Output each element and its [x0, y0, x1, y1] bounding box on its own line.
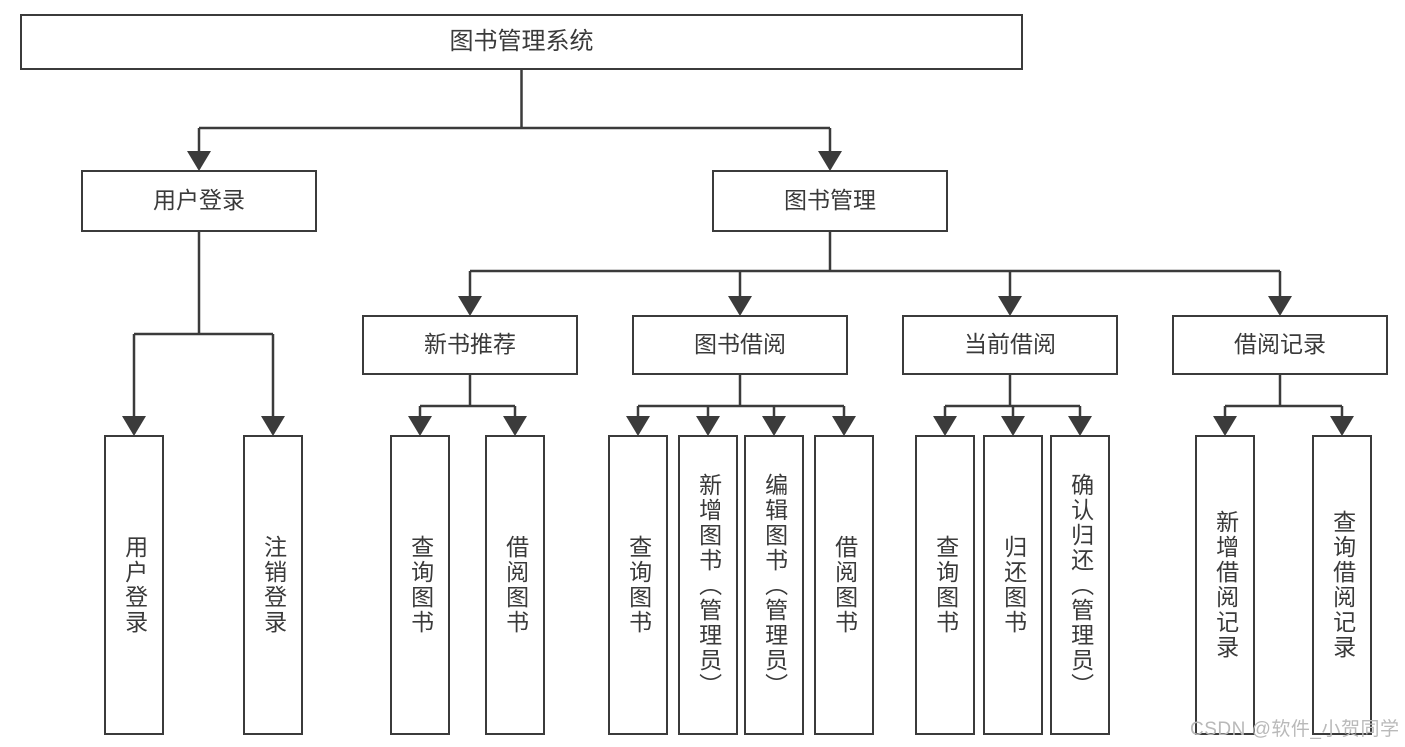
node-leaf-user-login[interactable]: 用户登录 [104, 435, 164, 735]
node-new-book-recommendation[interactable]: 新书推荐 [362, 315, 578, 375]
watermark-credit: CSDN @软件_小贺同学 [1190, 719, 1400, 740]
node-leaf-add-book-admin[interactable]: 新增图书（管理员） [678, 435, 738, 735]
node-label: 借阅图书 [502, 535, 529, 635]
node-current-borrow[interactable]: 当前借阅 [902, 315, 1118, 375]
node-borrow-record[interactable]: 借阅记录 [1172, 315, 1388, 375]
node-book-management[interactable]: 图书管理 [712, 170, 948, 232]
node-label: 查询图书 [625, 535, 652, 635]
node-label: 借阅记录 [1234, 331, 1326, 358]
node-label: 图书管理 [784, 187, 876, 214]
node-leaf-query-book-2[interactable]: 查询图书 [608, 435, 668, 735]
node-label: 编辑图书（管理员） [761, 472, 788, 698]
node-book-borrow[interactable]: 图书借阅 [632, 315, 848, 375]
node-label: 查询图书 [407, 535, 434, 635]
node-label: 图书管理系统 [449, 27, 594, 55]
node-leaf-confirm-return-admin[interactable]: 确认归还（管理员） [1050, 435, 1110, 735]
node-label: 查询借阅记录 [1329, 510, 1356, 660]
node-label: 确认归还（管理员） [1067, 472, 1094, 698]
node-leaf-return-book[interactable]: 归还图书 [983, 435, 1043, 735]
node-leaf-add-borrow-record[interactable]: 新增借阅记录 [1195, 435, 1255, 735]
node-label: 注销登录 [260, 535, 287, 635]
node-label: 归还图书 [1000, 535, 1027, 635]
node-label: 用户登录 [153, 187, 245, 214]
node-leaf-query-book-3[interactable]: 查询图书 [915, 435, 975, 735]
node-leaf-borrow-book-1[interactable]: 借阅图书 [485, 435, 545, 735]
node-root-book-management-system[interactable]: 图书管理系统 [20, 14, 1023, 70]
node-leaf-logout[interactable]: 注销登录 [243, 435, 303, 735]
node-label: 新增借阅记录 [1212, 510, 1239, 660]
node-leaf-query-book-1[interactable]: 查询图书 [390, 435, 450, 735]
node-label: 查询图书 [932, 535, 959, 635]
node-label: 借阅图书 [831, 535, 858, 635]
node-leaf-edit-book-admin[interactable]: 编辑图书（管理员） [744, 435, 804, 735]
node-label: 新增图书（管理员） [695, 472, 722, 698]
node-user-login[interactable]: 用户登录 [81, 170, 317, 232]
node-leaf-borrow-book-2[interactable]: 借阅图书 [814, 435, 874, 735]
node-label: 图书借阅 [694, 331, 786, 358]
node-leaf-query-borrow-record[interactable]: 查询借阅记录 [1312, 435, 1372, 735]
node-label: 新书推荐 [424, 331, 516, 358]
node-label: 用户登录 [121, 535, 148, 635]
node-label: 当前借阅 [964, 331, 1056, 358]
